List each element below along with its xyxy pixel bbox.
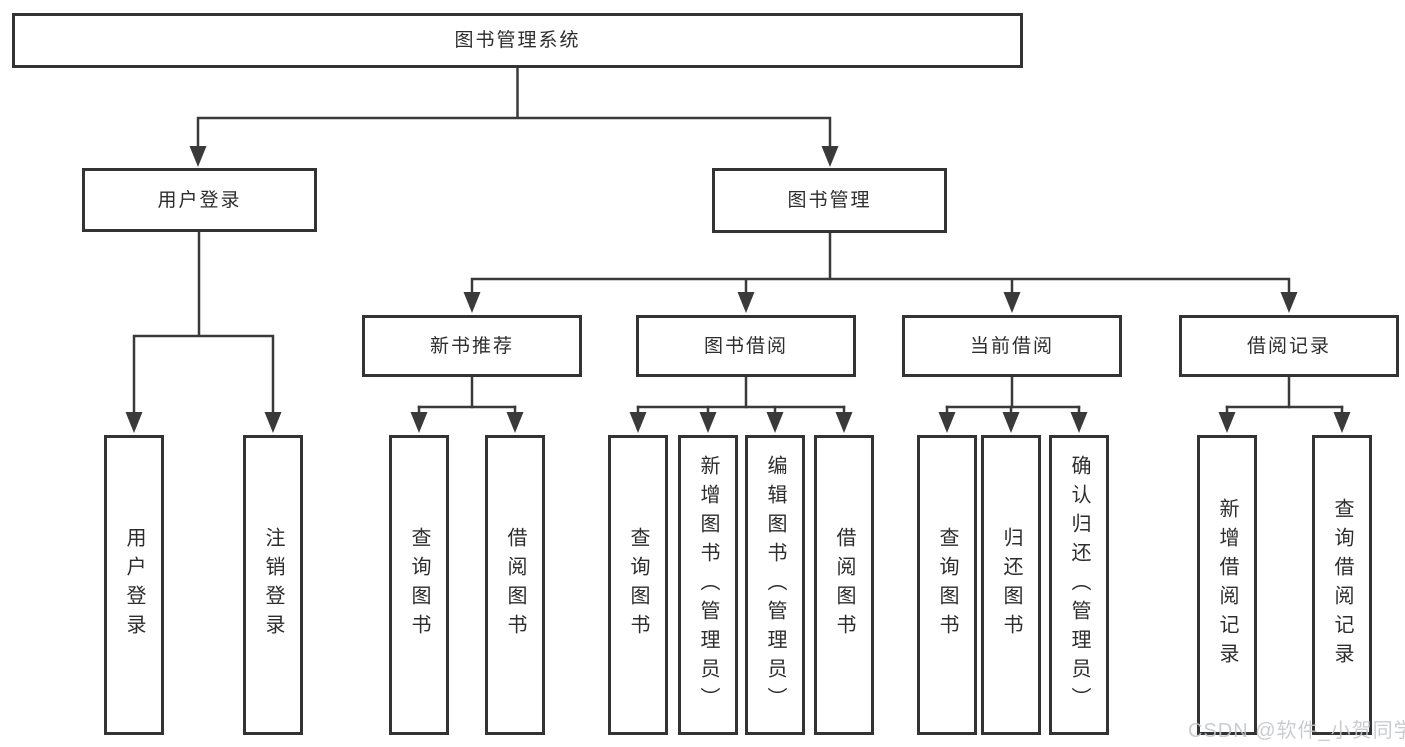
node-label: 新增图书（管理员） — [697, 454, 719, 716]
node-leaf-query-books-1: 查询图书 — [389, 435, 449, 735]
node-leaf-add-books-admin: 新增图书（管理员） — [678, 435, 738, 735]
node-label: 确认归还（管理员） — [1068, 454, 1090, 716]
node-label: 归还图书 — [1000, 527, 1022, 643]
node-leaf-logout: 注销登录 — [243, 435, 303, 735]
node-user-login: 用户登录 — [82, 168, 317, 232]
node-leaf-query-books-2: 查询图书 — [608, 435, 668, 735]
node-leaf-query-borrow-record: 查询借阅记录 — [1312, 435, 1372, 735]
node-root-library-system: 图书管理系统 — [12, 13, 1023, 68]
node-new-book-recommendation: 新书推荐 — [362, 315, 582, 377]
node-label: 查询图书 — [408, 527, 430, 643]
node-label: 借阅图书 — [504, 527, 526, 643]
node-label: 图书借阅 — [703, 335, 788, 357]
node-book-borrowing: 图书借阅 — [636, 315, 856, 377]
node-leaf-edit-books-admin: 编辑图书（管理员） — [745, 435, 805, 735]
arrowheads — [125, 146, 1351, 433]
node-leaf-query-books-3: 查询图书 — [917, 435, 977, 735]
node-book-management: 图书管理 — [712, 168, 947, 233]
node-leaf-borrow-books-2: 借阅图书 — [814, 435, 874, 735]
node-label: 查询借阅记录 — [1331, 498, 1353, 672]
node-current-borrowing: 当前借阅 — [902, 315, 1122, 377]
csdn-watermark: CSDN @软件_小贺同学 — [1188, 720, 1405, 742]
node-label: 注销登录 — [262, 527, 284, 643]
node-leaf-add-borrow-record: 新增借阅记录 — [1197, 435, 1257, 735]
node-label: 当前借阅 — [969, 335, 1054, 357]
node-borrowing-records: 借阅记录 — [1179, 315, 1399, 377]
node-leaf-confirm-return-admin: 确认归还（管理员） — [1049, 435, 1109, 735]
node-label: 用户登录 — [123, 527, 145, 643]
node-leaf-return-books: 归还图书 — [981, 435, 1041, 735]
node-label: 新书推荐 — [429, 335, 514, 357]
node-label: 编辑图书（管理员） — [764, 454, 786, 716]
node-label: 查询图书 — [936, 527, 958, 643]
node-label: 借阅记录 — [1246, 335, 1331, 357]
node-label: 查询图书 — [627, 527, 649, 643]
node-leaf-user-login: 用户登录 — [104, 435, 164, 735]
node-label: 图书管理系统 — [454, 30, 581, 51]
node-label: 用户登录 — [157, 189, 242, 211]
node-label: 借阅图书 — [833, 527, 855, 643]
node-leaf-borrow-books-1: 借阅图书 — [485, 435, 545, 735]
node-label: 新增借阅记录 — [1216, 498, 1238, 672]
node-label: 图书管理 — [787, 190, 872, 211]
